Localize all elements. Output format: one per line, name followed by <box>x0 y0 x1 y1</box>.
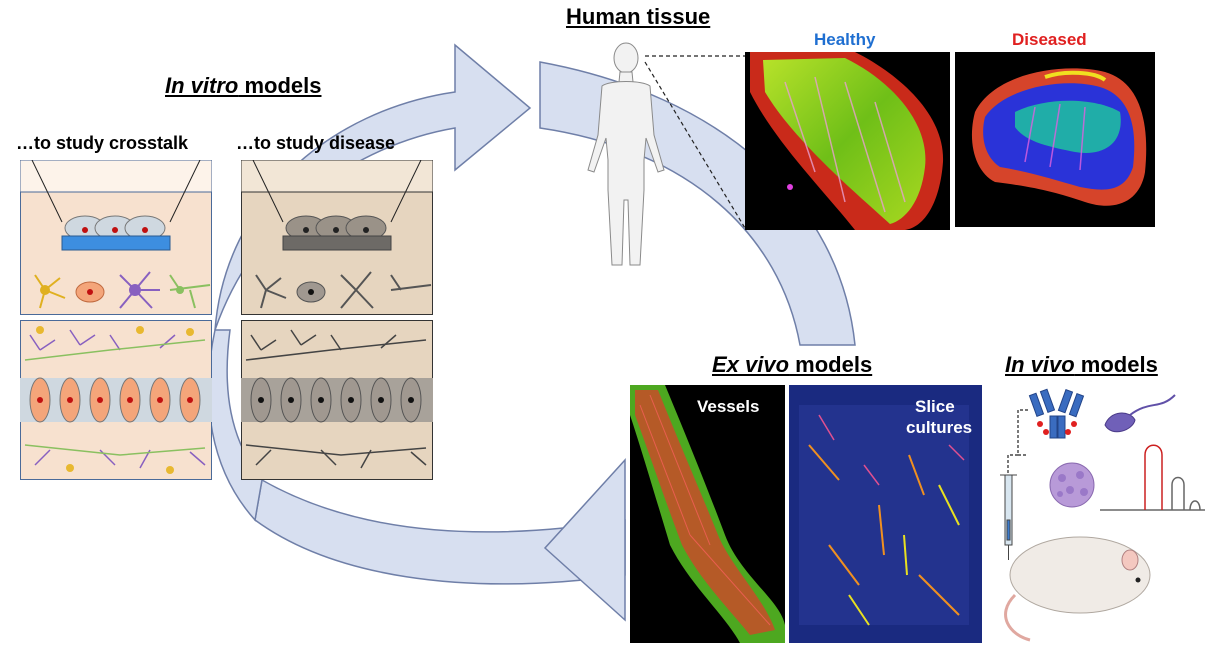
astrocyte-icon <box>34 274 66 309</box>
syringe-icon <box>1000 474 1017 560</box>
antibody-icon <box>1028 388 1085 439</box>
vessels-image <box>630 385 785 643</box>
in-vivo-title-rest: models <box>1074 352 1158 377</box>
spatula-icon <box>1104 394 1176 433</box>
virus-icon <box>1049 462 1095 508</box>
diseased-label: Diseased <box>1012 30 1087 49</box>
disease-vessel-panel <box>241 320 433 480</box>
in-vivo-title-italic: In vivo <box>1005 352 1075 377</box>
ex-vivo-title-rest: models <box>789 352 873 377</box>
rna-hairpin-icon <box>1100 444 1205 511</box>
disease-label: …to study disease <box>236 133 396 153</box>
cycle-arrow-bottom-head <box>543 458 626 622</box>
healthy-label: Healthy <box>814 30 876 49</box>
slice-label-line2: cultures <box>906 418 973 437</box>
human-tissue-title: Human tissue <box>566 4 711 29</box>
slice-cultures-image <box>789 385 982 643</box>
crosstalk-transwell-panel <box>20 160 212 315</box>
ex-vivo-title-italic: Ex vivo <box>712 352 790 377</box>
disease-transwell-panel <box>241 160 433 315</box>
in-vitro-title-rest: models <box>238 73 322 98</box>
in-vivo-tools <box>1000 388 1205 642</box>
mouse-icon <box>1004 536 1151 642</box>
in-vitro-title-italic: In vitro <box>165 73 239 98</box>
microglia-icon <box>119 271 160 309</box>
vessels-label: Vessels <box>697 397 760 416</box>
crosstalk-label: …to study crosstalk <box>16 133 189 153</box>
diseased-tissue-image <box>955 52 1155 227</box>
in-vitro-title: In vitro models <box>165 73 321 99</box>
crosstalk-vessel-panel <box>20 320 212 480</box>
human-figure-icon <box>587 42 665 266</box>
healthy-tissue-image <box>745 52 950 230</box>
transwell-culture-icon <box>31 160 201 251</box>
in-vivo-title: In vivo models <box>1005 352 1158 378</box>
bracket-lines <box>1007 409 1028 475</box>
ex-vivo-title: Ex vivo models <box>712 352 872 378</box>
slice-label-line1: Slice <box>915 397 955 416</box>
